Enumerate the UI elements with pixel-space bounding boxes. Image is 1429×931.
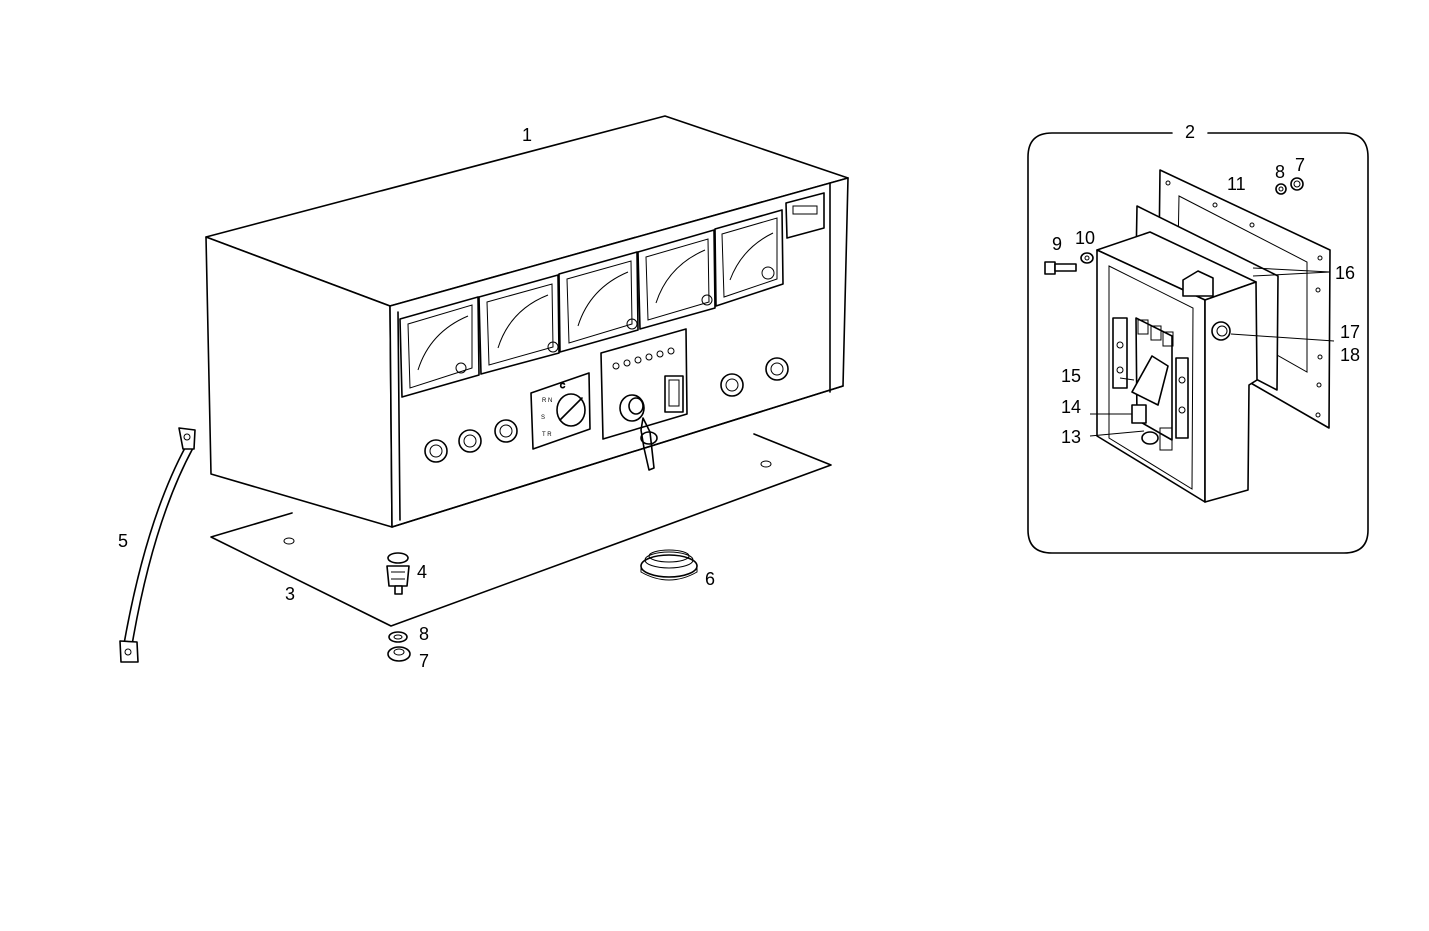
callout-labels: 1 2 3 4 5 6 8 7 8 7 9 10 11 13 14 15 16 … — [118, 122, 1360, 671]
meter-gauge-1 — [399, 296, 480, 398]
detail-frame — [1027, 132, 1369, 554]
hour-counter — [785, 192, 825, 239]
washer-bottom — [388, 631, 408, 643]
callout-17: 17 — [1340, 322, 1360, 342]
svg-text:C: C — [560, 383, 565, 390]
callout-1: 1 — [522, 125, 532, 145]
knob-5 — [765, 357, 789, 381]
meter-gauge-5 — [714, 209, 784, 307]
callout-10: 10 — [1075, 228, 1095, 248]
svg-text:T R: T R — [542, 432, 552, 438]
callout-15: 15 — [1061, 366, 1081, 386]
meter-gauge-4 — [637, 229, 716, 330]
callout-6: 6 — [705, 569, 715, 589]
nut-top-right — [1290, 177, 1304, 191]
washer-top-right — [1275, 183, 1287, 195]
ground-strap — [119, 427, 196, 663]
callout-4: 4 — [417, 562, 427, 582]
enclosure-box — [1096, 231, 1258, 503]
knob-3 — [494, 419, 518, 443]
callout-11: 11 — [1227, 174, 1246, 194]
callout-8-top: 8 — [1275, 162, 1285, 182]
callout-2: 2 — [1185, 122, 1195, 142]
nut-bottom — [387, 646, 411, 662]
meter-gauge-2 — [478, 274, 560, 375]
callout-7-top: 7 — [1295, 155, 1305, 175]
svg-text:S: S — [541, 415, 545, 421]
callout-7-bottom: 7 — [419, 651, 429, 671]
bolt — [1044, 261, 1077, 275]
callout-9: 9 — [1052, 234, 1062, 254]
leader-lines — [1089, 267, 1335, 437]
washer-top-left — [1080, 252, 1094, 264]
vibration-mount — [386, 552, 410, 595]
knob-1 — [424, 439, 448, 463]
callout-16: 16 — [1335, 263, 1355, 283]
base-plate — [210, 433, 832, 627]
callout-13: 13 — [1061, 427, 1081, 447]
key-switch-panel — [600, 328, 688, 471]
callout-18: 18 — [1340, 345, 1360, 365]
meter-gauge-3 — [558, 251, 639, 353]
callout-5: 5 — [118, 531, 128, 551]
callout-14: 14 — [1061, 397, 1081, 417]
knob-4 — [720, 373, 744, 397]
callout-3: 3 — [285, 584, 295, 604]
svg-text:R N: R N — [542, 398, 552, 404]
grommet — [640, 549, 698, 581]
cable-gland — [1211, 321, 1231, 341]
callout-8-bottom: 8 — [419, 624, 429, 644]
selector-switch: C R N S T R — [530, 372, 591, 450]
knob-2 — [458, 429, 482, 453]
